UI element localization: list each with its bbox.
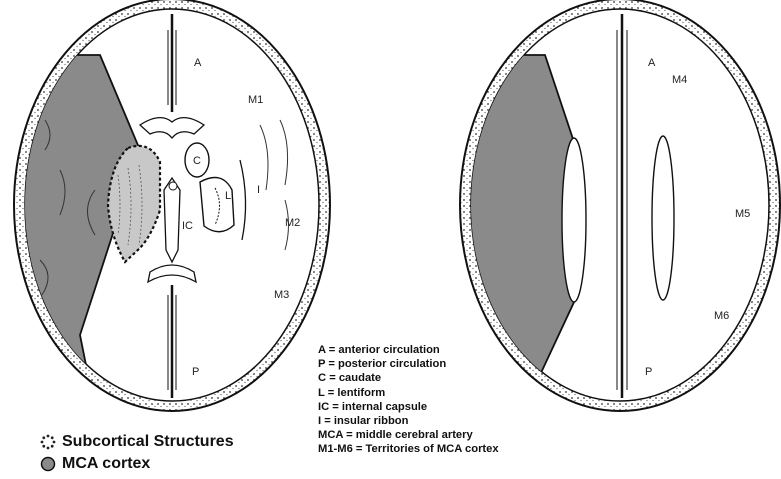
abbr-lentiform: L = lentiform (318, 386, 499, 400)
legend-cortex: MCA cortex (40, 453, 234, 475)
abbr-anterior: A = anterior circulation (318, 343, 499, 357)
left-label-internal-capsule: IC (182, 220, 193, 232)
dotted-ring-icon (40, 434, 56, 450)
abbr-posterior: P = posterior circulation (318, 357, 499, 371)
left-label-m1: M1 (248, 94, 263, 106)
right-subcortical-left (562, 138, 586, 302)
left-label-insular: I (257, 184, 260, 196)
right-brain-section: A M4 M5 M6 P (460, 0, 780, 411)
legend-subcortical: Subcortical Structures (40, 431, 234, 453)
filled-circle-icon (40, 456, 56, 472)
left-label-caudate: C (193, 155, 201, 167)
right-label-anterior: A (648, 57, 656, 69)
abbr-insular: I = insular ribbon (318, 414, 499, 428)
legend-cortex-label: MCA cortex (62, 455, 150, 473)
abbr-caudate: C = caudate (318, 371, 499, 385)
left-label-lentiform: L (225, 190, 231, 202)
left-label-m2: M2 (285, 217, 300, 229)
abbr-internal-capsule: IC = internal capsule (318, 400, 499, 414)
left-brain-section: A M1 C L I IC M2 M3 P (0, 0, 330, 411)
left-label-posterior: P (192, 366, 199, 378)
left-lentiform (200, 178, 234, 232)
left-label-m3: M3 (274, 289, 289, 301)
abbreviation-key: A = anterior circulation P = posterior c… (318, 343, 499, 457)
right-label-m4: M4 (672, 74, 687, 86)
left-label-anterior: A (194, 57, 202, 69)
legend: Subcortical Structures MCA cortex (40, 431, 234, 475)
abbr-territories: M1-M6 = Territories of MCA cortex (318, 442, 499, 456)
right-label-posterior: P (645, 366, 652, 378)
legend-subcortical-label: Subcortical Structures (62, 433, 234, 451)
abbr-mca: MCA = middle cerebral artery (318, 428, 499, 442)
right-label-m5: M5 (735, 208, 750, 220)
left-third-ventricle (164, 178, 180, 262)
right-subcortical-right (652, 136, 674, 300)
right-label-m6: M6 (714, 310, 729, 322)
